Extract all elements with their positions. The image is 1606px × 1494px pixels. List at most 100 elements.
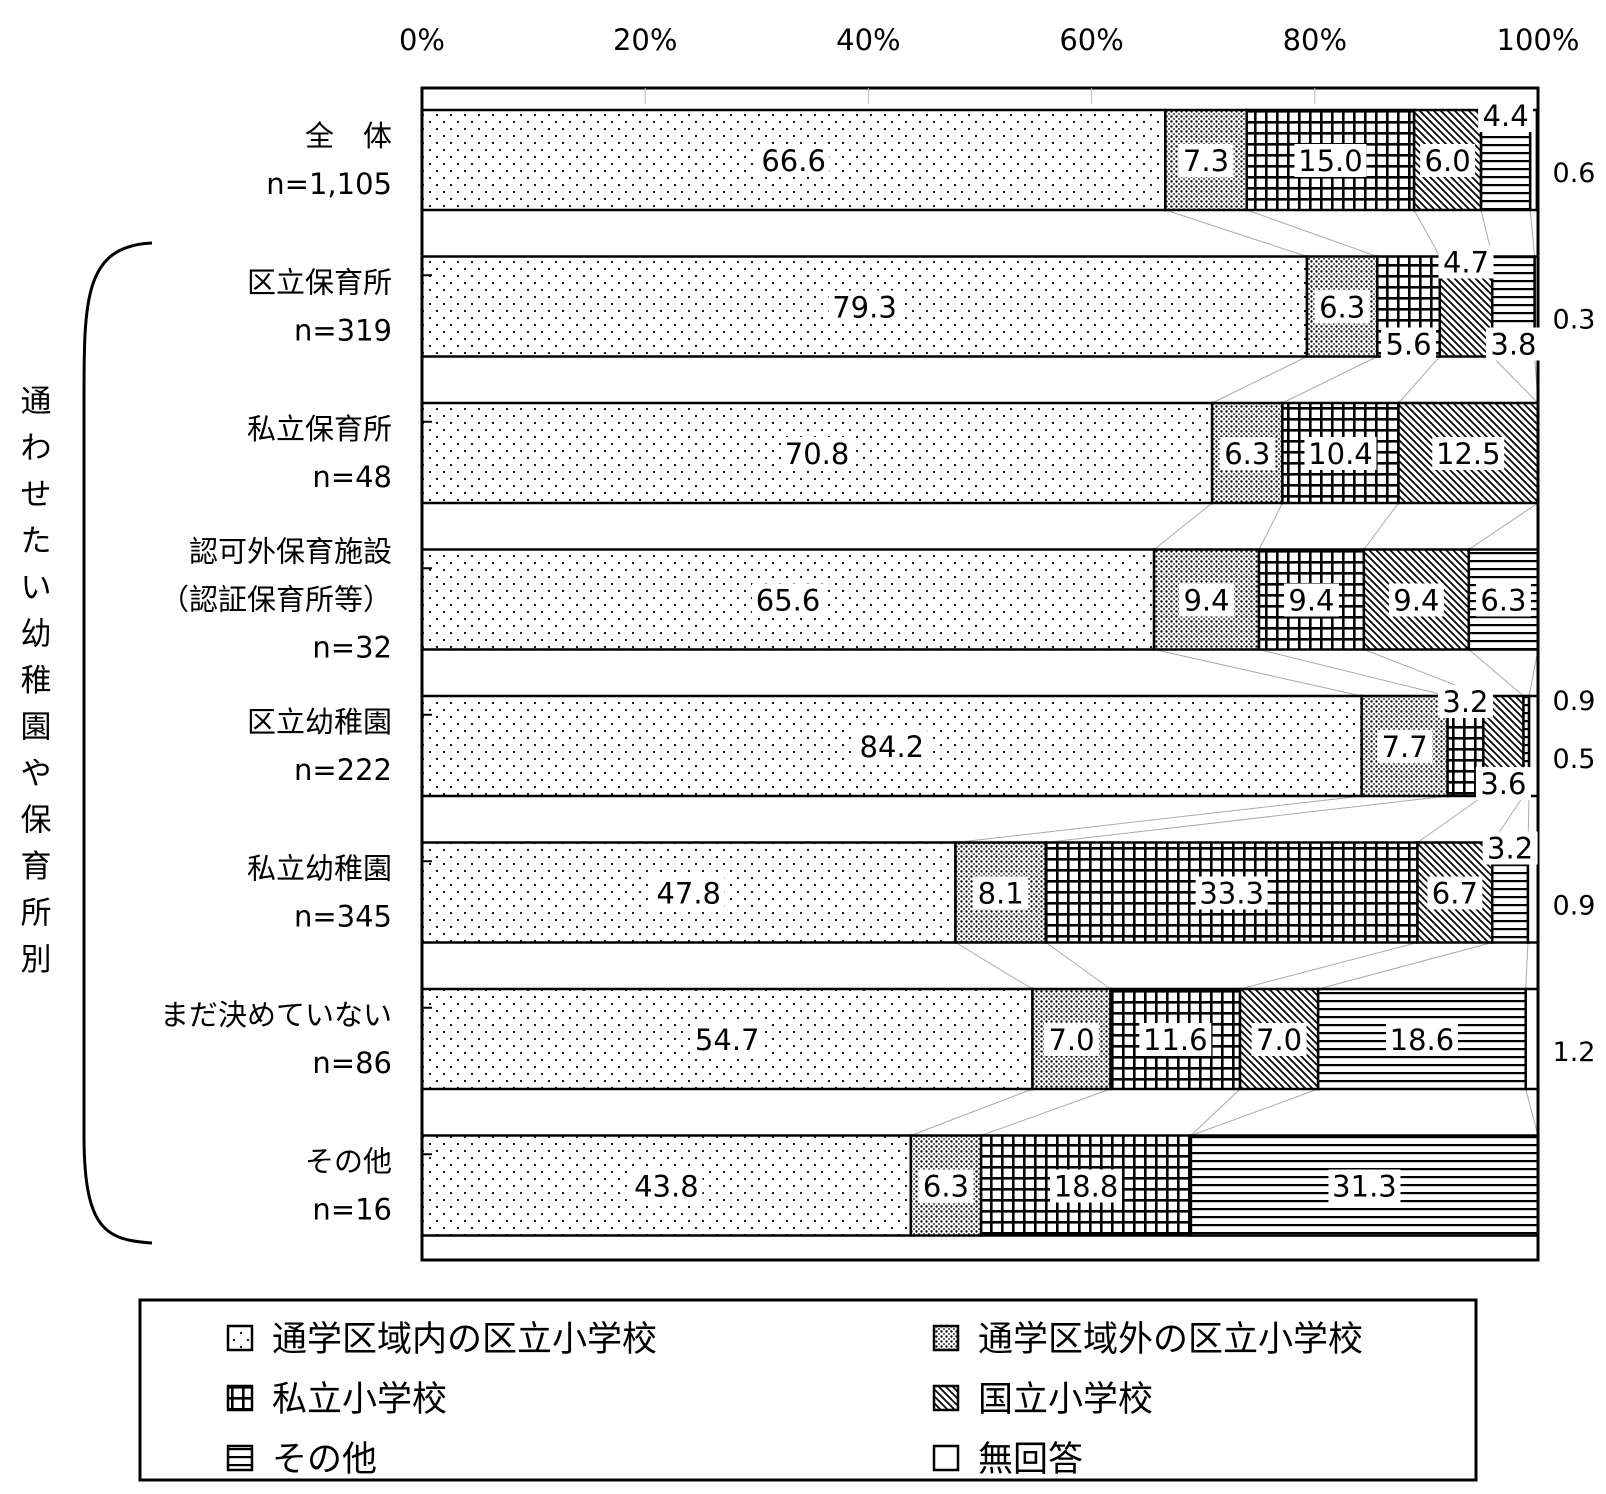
group-brace (82, 241, 153, 1245)
value-label-bg (973, 876, 1029, 910)
connector-line (1190, 1088, 1241, 1136)
connector-lines (910, 209, 1539, 1136)
bar-value-label: 65.6 (756, 584, 821, 618)
legend-swatch (932, 1384, 960, 1412)
plot-frame (420, 86, 1540, 1262)
bar-value-label: 6.0 (1425, 144, 1471, 178)
connector-line (1258, 649, 1448, 697)
category-name-label: 認可外保育施設 (189, 535, 392, 569)
group-label-char: せ (21, 477, 52, 513)
bar-value-label: 6.3 (923, 1170, 969, 1204)
bar-segment (420, 987, 1034, 1091)
category-n-label: n=16 (312, 1193, 392, 1227)
bar-value-label: 8.1 (978, 877, 1024, 911)
category-name-label: その他 (305, 1145, 392, 1179)
group-label-char: 保 (21, 803, 52, 839)
value-label-bg (1437, 685, 1493, 718)
bar-segments (420, 108, 1540, 1237)
connector-line (980, 1088, 1111, 1136)
bar-value-label: 7.0 (1256, 1023, 1302, 1057)
value-label-bg (1044, 1023, 1100, 1056)
legend-swatch (226, 1444, 254, 1472)
bar-value-label: 11.6 (1143, 1023, 1208, 1057)
bar-value-label: 3.2 (1442, 685, 1488, 719)
bar-value-label: 84.2 (860, 730, 925, 764)
bar-value-label: 18.6 (1390, 1023, 1455, 1057)
legend-label: 国立小学校 (978, 1380, 1153, 1420)
legend-label: 通学区域外の区立小学校 (978, 1320, 1363, 1360)
category-n-label: n=1,105 (266, 167, 392, 201)
value-label-bg (1482, 831, 1538, 865)
group-label-char: い (21, 570, 52, 606)
connector-line (1190, 1088, 1319, 1136)
legend-swatch (226, 1384, 254, 1412)
value-label-bg (1178, 144, 1234, 177)
group-label-char: 通 (21, 384, 52, 420)
bar-value-label: 0.9 (1553, 686, 1596, 717)
value-label-bg (757, 144, 830, 177)
connector-line (1525, 942, 1529, 990)
connector-line (1045, 795, 1448, 843)
axes (420, 86, 1540, 1262)
category-name-label: 私立幼稚園 (247, 852, 392, 886)
group-label-char: 稚 (21, 663, 52, 699)
group-label-char: 所 (21, 896, 52, 932)
value-label-bg (1195, 876, 1268, 910)
value-label-bg (1328, 1169, 1401, 1203)
legend-label: その他 (272, 1440, 377, 1480)
bar-value-label: 10.4 (1308, 437, 1373, 471)
connector-line (1525, 1088, 1539, 1136)
bar-value-label: 33.3 (1199, 877, 1264, 911)
legend-swatch (226, 1324, 254, 1352)
category-name-label: 私立保育所 (247, 412, 392, 446)
group-bracket (82, 241, 153, 1245)
x-tick-label: 80% (1283, 23, 1347, 57)
value-label-bg (1478, 99, 1534, 132)
bar-value-label: 0.3 (1553, 305, 1596, 336)
value-label-bg (1438, 245, 1494, 279)
value-label-bg (630, 1169, 703, 1203)
x-tick-label: 60% (1059, 23, 1123, 57)
value-label-bg (1251, 1023, 1307, 1056)
category-name-label: 区立保育所 (247, 266, 392, 300)
value-label-bg (1294, 144, 1367, 177)
connector-line (1398, 356, 1441, 404)
bar-segment (1109, 987, 1242, 1091)
group-label-char: 園 (21, 710, 52, 746)
value-label-bg (1304, 437, 1377, 470)
bar-value-label: 7.7 (1382, 730, 1428, 764)
bar-value-label: 18.8 (1054, 1170, 1119, 1204)
connector-line (1045, 942, 1111, 990)
connector-line (955, 795, 1362, 843)
legend-label: 私立小学校 (272, 1380, 447, 1420)
connector-line (910, 1088, 1033, 1136)
bar-value-label: 1.2 (1553, 1037, 1596, 1068)
bar-value-label: 3.2 (1487, 832, 1533, 866)
x-tick-label: 40% (836, 23, 900, 57)
legend-label: 無回答 (978, 1440, 1083, 1480)
category-name-label: まだ決めていない (160, 998, 392, 1032)
bar-value-label: 6.3 (1224, 437, 1270, 471)
connector-line (1413, 209, 1441, 257)
bar-value-label: 4.4 (1483, 99, 1529, 133)
connector-line (1153, 502, 1213, 550)
group-label-char: た (21, 524, 52, 560)
connector-line (1468, 502, 1539, 550)
connector-line (1165, 209, 1308, 257)
group-label-char: わ (21, 431, 52, 467)
category-n-label: n=86 (312, 1046, 392, 1080)
bar-value-label: 9.4 (1288, 584, 1334, 618)
value-label-bg (1385, 1023, 1458, 1056)
connector-line (1491, 356, 1539, 404)
connector-line (1239, 942, 1418, 990)
bar-value-label: 0.5 (1553, 744, 1596, 775)
value-label-bg (1219, 437, 1275, 470)
value-label-bg (1420, 144, 1476, 177)
bar-value-label: 47.8 (656, 877, 721, 911)
value-label-bg (752, 583, 825, 617)
bar-value-label: 43.8 (634, 1170, 699, 1204)
bar-value-label: 6.3 (1319, 291, 1365, 325)
bar-value-label: 9.4 (1393, 584, 1439, 618)
bar-value-label: 4.7 (1443, 246, 1489, 280)
category-n-label: n=345 (294, 900, 392, 934)
